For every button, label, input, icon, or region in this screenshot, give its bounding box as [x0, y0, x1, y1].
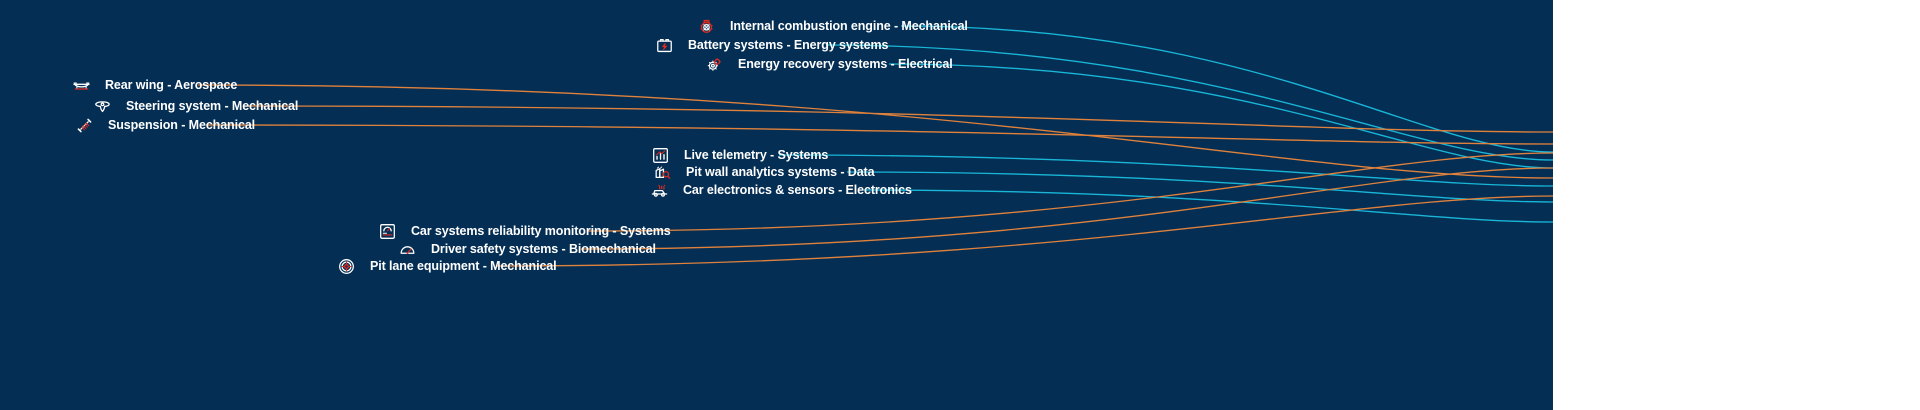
- node-label: Live telemetry - Systems: [684, 147, 829, 162]
- node-label: Suspension - Mechanical: [108, 117, 256, 132]
- node-pit-lane-equipment[interactable]: Pit lane equipment - Mechanical: [337, 256, 557, 276]
- engine-icon: [697, 17, 723, 36]
- link-suspension: [205, 124, 1553, 145]
- node-battery-systems[interactable]: Battery systems - Energy systems: [655, 35, 888, 55]
- node-label: Pit wall analytics systems - Data: [686, 164, 875, 179]
- link-car-systems-reliability-monitoring: [587, 152, 1553, 232]
- link-curves-layer: [197, 25, 1553, 267]
- node-label: Energy recovery systems - Electrical: [738, 56, 953, 71]
- node-rear-wing[interactable]: Rear wing - Aerospace: [72, 75, 237, 95]
- link-rear-wing: [197, 84, 1553, 179]
- node-label: Rear wing - Aerospace: [105, 77, 238, 92]
- node-steering-system[interactable]: Steering system - Mechanical: [93, 96, 298, 116]
- analytics-search-icon: [653, 163, 679, 182]
- node-label: Battery systems - Energy systems: [688, 37, 889, 52]
- link-battery-systems: [825, 44, 1553, 161]
- node-label: Car electronics & sensors - Electronics: [683, 182, 912, 197]
- node-live-telemetry[interactable]: Live telemetry - Systems: [651, 145, 828, 165]
- airbag-gauge-icon: [398, 240, 424, 259]
- rear-wing-icon: [72, 76, 98, 95]
- node-label: Internal combustion engine - Mechanical: [730, 18, 968, 33]
- link-energy-recovery-systems: [888, 63, 1553, 169]
- node-car-electronics-sensors[interactable]: Car electronics & sensors - Electronics: [650, 180, 912, 200]
- gears-icon: [705, 55, 731, 74]
- link-steering-system: [243, 105, 1553, 133]
- link-live-telemetry: [778, 154, 1553, 187]
- node-label: Driver safety systems - Biomechanical: [431, 241, 656, 256]
- node-car-systems-reliability-monitoring[interactable]: Car systems reliability monitoring - Sys…: [378, 221, 671, 241]
- node-energy-recovery-systems[interactable]: Energy recovery systems - Electrical: [705, 54, 953, 74]
- link-internal-combustion-engine: [900, 25, 1553, 153]
- node-suspension[interactable]: Suspension - Mechanical: [75, 115, 255, 135]
- car-sensor-icon: [650, 181, 676, 200]
- link-pit-lane-equipment: [496, 195, 1553, 267]
- link-driver-safety-systems: [580, 167, 1553, 250]
- battery-icon: [655, 36, 681, 55]
- link-pit-wall-analytics-systems: [846, 171, 1553, 203]
- suspension-spring-icon: [75, 116, 101, 135]
- node-label: Car systems reliability monitoring - Sys…: [411, 223, 671, 238]
- node-label: Steering system - Mechanical: [126, 98, 299, 113]
- steering-wheel-icon: [93, 97, 119, 116]
- wheel-nut-icon: [337, 257, 363, 276]
- node-internal-combustion-engine[interactable]: Internal combustion engine - Mechanical: [697, 16, 968, 36]
- node-driver-safety-systems[interactable]: Driver safety systems - Biomechanical: [398, 239, 656, 259]
- node-label: Pit lane equipment - Mechanical: [370, 258, 557, 273]
- node-pit-wall-analytics-systems[interactable]: Pit wall analytics systems - Data: [653, 162, 875, 182]
- reliability-monitor-icon: [378, 222, 404, 241]
- link-car-electronics-sensors: [863, 189, 1553, 223]
- bar-chart-icon: [651, 146, 677, 165]
